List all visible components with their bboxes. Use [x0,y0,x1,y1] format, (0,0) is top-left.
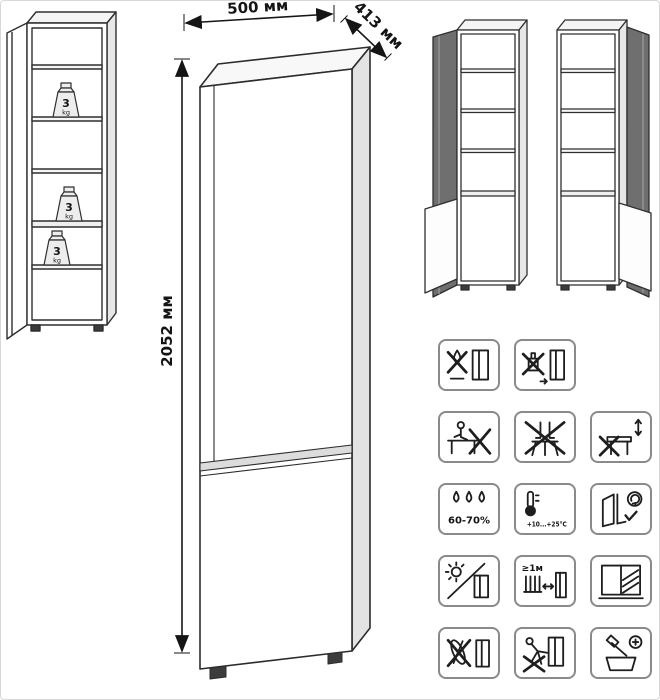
no-solvent-icon [521,349,566,385]
cabinet-foot [506,284,516,291]
cabinet-side-face [351,46,371,652]
pictogram-no-sitting [438,411,500,463]
cabinet-dimensioned-view: 500 мм 413 мм 2052 мм [158,1,407,680]
cabinet-top-face [456,19,528,31]
no-dragging-icon [522,636,565,673]
pictogram-no-dragging [514,627,576,679]
cabinet-foot [606,284,616,291]
cabinet-side-face [106,11,117,326]
cabinet-foot [560,284,570,291]
temperature-range-label: +10...+25°С [527,519,567,528]
pictogram-temperature: +10...+25°С [514,483,576,535]
pictogram-assembly-tools [590,627,652,679]
pictogram-no-direct-sunlight [438,555,500,607]
weight-value: 3 [53,245,61,258]
dimension-lines [174,5,392,654]
handle-groove [199,444,353,472]
cabinet-foot [93,324,104,332]
width-dimension-label: 500 мм [227,1,289,18]
no-tilt-icon [598,418,642,457]
weight-unit: kg [62,109,70,117]
no-wet-cleaning-icon [446,349,489,381]
cabinet-foot [30,324,41,332]
shelf [31,168,103,174]
shelf [460,148,516,154]
open-bottom-door [618,202,652,292]
cabinet-top-face [556,19,628,31]
cabinet-foot [460,284,470,291]
tools-box-icon [605,634,643,672]
no-feather-icon [446,638,490,668]
interior-view-left [424,19,528,298]
pictogram-quiet-door [590,483,652,535]
min-distance-label: ≥1м [522,564,543,574]
shelf [560,68,616,74]
open-bottom-door [424,198,458,294]
cabinet-top-face [26,11,117,24]
height-dimension-label: 2052 мм [158,295,176,367]
no-sun-icon [444,561,489,600]
pictogram-no-tilt [590,411,652,463]
open-wardrobe-front-view: 3 kg 3 kg 3 kg [6,11,117,340]
pictogram-window-ventilation [590,555,652,607]
interior-view-right [556,19,652,298]
pictogram-no-solvent [514,339,576,391]
shelf [31,64,103,70]
shelf [560,148,616,154]
humidity-range-label: 60-70% [448,516,490,527]
depth-dimension-label: 413 мм [350,1,407,53]
heater-distance-icon: ≥1м [522,564,567,599]
temperature-icon: +10...+25°С [525,490,567,528]
shelf [31,264,103,270]
no-standing-icon [524,421,566,457]
pictogram-no-standing [514,411,576,463]
shelf [460,108,516,114]
cabinet-foot [327,651,343,665]
width-dimension-line [184,7,334,30]
shelf-divider [31,220,103,228]
pictogram-humidity: 60-70% [438,483,500,535]
quiet-door-icon [601,491,643,528]
empty-cell [590,339,652,391]
open-cabinet-interior-views [424,19,652,298]
shelf [560,108,616,114]
care-pictogram-grid: 60-70% +10...+25°С [438,339,652,679]
weight-unit: kg [53,257,61,265]
cabinet-front-door [199,68,353,670]
cabinet-side-face [518,19,528,286]
no-sitting-icon [447,421,492,455]
shelf-divider [560,190,616,197]
shelf-load-weight: 3 kg [43,230,71,266]
weight-value: 3 [62,97,70,110]
pictogram-heater-distance: ≥1м [514,555,576,607]
window-icon [598,564,644,600]
shelf-load-weight: 3 kg [55,186,83,222]
cabinet-foot [209,665,227,680]
weight-unit: kg [65,213,73,221]
shelf-load-weight: 3 kg [52,82,80,118]
depth-dimension-line [344,17,388,59]
pictogram-no-abrasive [438,627,500,679]
cabinet-body [199,46,371,680]
weight-value: 3 [65,201,73,214]
shelf [460,68,516,74]
shelf-divider [460,190,516,197]
pictogram-no-wet-cleaning [438,339,500,391]
humidity-icon: 60-70% [448,490,490,527]
open-door [6,22,28,340]
